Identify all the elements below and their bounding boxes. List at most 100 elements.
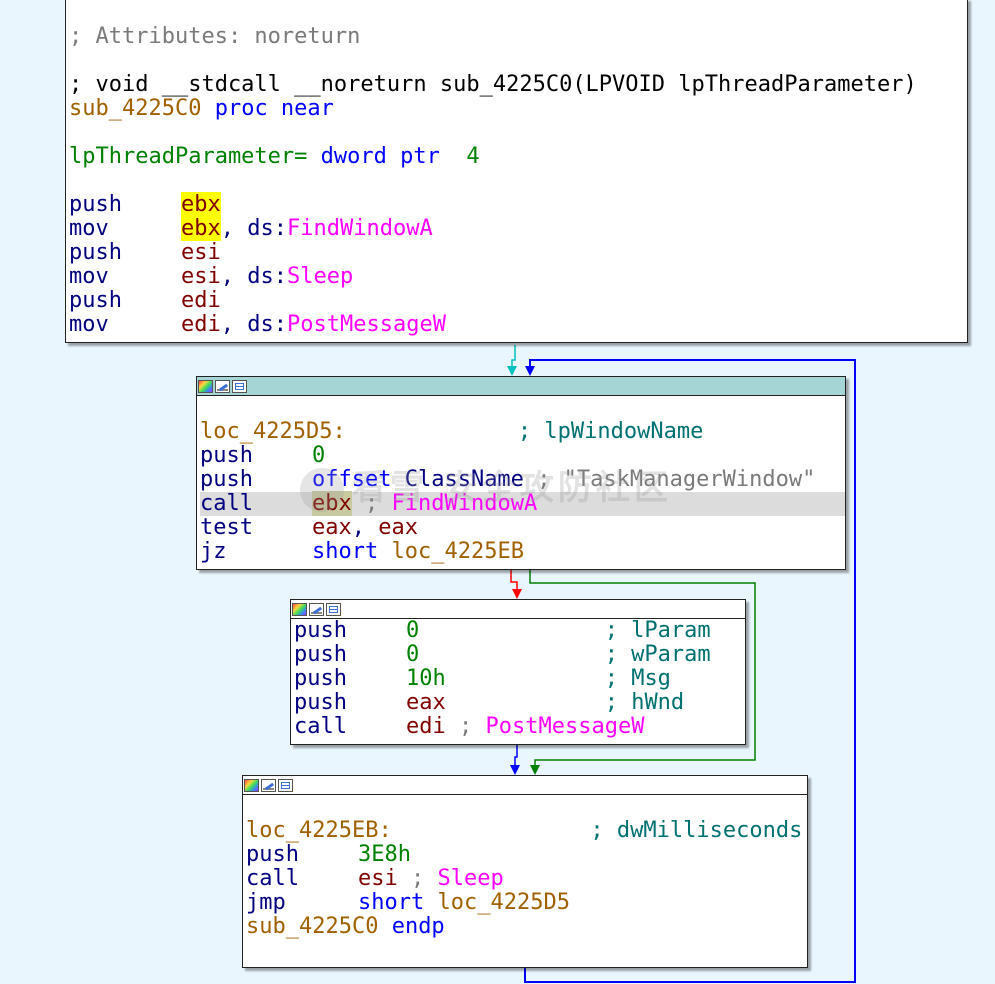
instruction-mnemonic[interactable]: push [69, 288, 122, 313]
segment-prefix: ds: [247, 312, 287, 337]
instruction-mnemonic[interactable]: mov [69, 312, 109, 337]
code-line[interactable]: test eax, eax [200, 516, 845, 540]
register-operand[interactable]: edi [181, 288, 221, 313]
code-line[interactable]: sub_4225C0 proc near [69, 97, 967, 121]
instruction-mnemonic[interactable]: jz [200, 539, 227, 564]
instruction-mnemonic[interactable]: mov [69, 264, 109, 289]
node-color-icon[interactable] [292, 602, 307, 616]
instruction-mnemonic[interactable]: push [294, 666, 347, 691]
symbol-name[interactable]: loc_4225D5 [437, 890, 570, 915]
instruction-mnemonic[interactable]: mov [69, 216, 109, 241]
instruction-mnemonic[interactable]: push [294, 642, 347, 667]
register-operand[interactable]: ebx [312, 491, 352, 516]
immediate-operand: 0 [406, 642, 420, 667]
instruction-mnemonic[interactable]: call [294, 714, 347, 739]
code-line[interactable]: push edi [69, 289, 967, 313]
register-operand[interactable]: eax [312, 515, 352, 540]
register-operand[interactable]: edi [181, 312, 221, 337]
function-name[interactable]: sub_4225C0 [246, 914, 379, 939]
register-operand[interactable]: esi [181, 264, 221, 289]
instruction-mnemonic[interactable]: push [200, 467, 253, 492]
rename-pencil-icon[interactable] [261, 778, 276, 792]
register-operand[interactable]: eax [406, 690, 446, 715]
import-symbol[interactable]: PostMessageW [287, 312, 446, 337]
register-operand[interactable]: ebx [181, 216, 221, 241]
import-symbol[interactable]: FindWindowA [287, 216, 433, 241]
instruction-mnemonic[interactable]: call [246, 866, 299, 891]
node4-titlebar[interactable] [243, 776, 807, 795]
edge-false [510, 570, 518, 592]
instruction-mnemonic[interactable]: test [200, 515, 253, 540]
import-symbol[interactable]: Sleep [437, 866, 504, 891]
register-operand[interactable]: ebx [181, 192, 221, 217]
node2-titlebar[interactable] [197, 377, 845, 396]
edge-true [529, 570, 756, 768]
instruction-mnemonic[interactable]: push [69, 240, 122, 265]
comment-text: ; Attributes: noreturn [69, 24, 361, 49]
import-symbol[interactable]: Sleep [287, 264, 354, 289]
register-operand[interactable]: eax [378, 515, 418, 540]
code-label[interactable]: loc_4225D5: [200, 419, 346, 444]
node-color-icon[interactable] [244, 778, 259, 792]
code-line[interactable]: push esi [69, 241, 967, 265]
immediate-operand: 3E8h [358, 842, 411, 867]
edge-loop [524, 359, 856, 983]
blank-line [246, 795, 807, 819]
instruction-mnemonic[interactable]: push [294, 690, 347, 715]
function-name[interactable]: sub_4225C0 [69, 96, 202, 121]
code-line[interactable]: push 3E8h [246, 843, 807, 867]
instruction-mnemonic[interactable]: call [200, 491, 253, 516]
symbol-name[interactable]: ClassName [404, 467, 524, 492]
code-line[interactable]: loc_4225D5: ; lpWindowName [200, 420, 845, 444]
group-nodes-icon[interactable] [326, 602, 341, 616]
instruction-mnemonic[interactable]: push [200, 443, 253, 468]
node-color-icon[interactable] [198, 379, 213, 393]
register-operand[interactable]: edi [406, 714, 446, 739]
group-nodes-icon[interactable] [278, 778, 293, 792]
code-line[interactable]: push ebx [69, 192, 967, 217]
immediate-operand: 10h [406, 666, 446, 691]
rename-pencil-icon[interactable] [215, 379, 230, 393]
symbol-name[interactable]: loc_4225EB [391, 539, 524, 564]
instruction-mnemonic[interactable]: push [246, 842, 299, 867]
operand-separator: , [351, 515, 379, 540]
function-header-block[interactable]: ; Attributes: noreturn ; void __stdcall _… [65, 0, 968, 343]
instruction-mnemonic[interactable]: push [294, 618, 347, 643]
group-nodes-icon[interactable] [232, 379, 247, 393]
code-line[interactable]: ; void __stdcall __noreturn sub_4225C0(L… [69, 73, 967, 97]
rename-pencil-icon[interactable] [309, 602, 324, 616]
node3-titlebar[interactable] [291, 600, 745, 619]
register-operand[interactable]: esi [358, 866, 398, 891]
register-operand[interactable]: esi [181, 240, 221, 265]
edge-fallthrough [514, 745, 518, 768]
code-line[interactable]: lpThreadParameter= dword ptr 4 [69, 145, 967, 169]
code-label[interactable]: loc_4225EB: [246, 818, 392, 843]
import-symbol[interactable]: PostMessageW [485, 714, 645, 739]
code-line[interactable]: ; Attributes: noreturn [69, 25, 967, 49]
stack-var-name[interactable]: lpThreadParameter [69, 144, 295, 169]
instruction-mnemonic[interactable]: jmp [246, 890, 286, 915]
instruction-mnemonic[interactable]: push [69, 192, 122, 217]
code-line[interactable]: loc_4225EB: ; dwMilliseconds [246, 819, 807, 843]
import-symbol[interactable]: FindWindowA [391, 491, 538, 516]
code-line[interactable]: sub_4225C0 endp [246, 915, 807, 939]
